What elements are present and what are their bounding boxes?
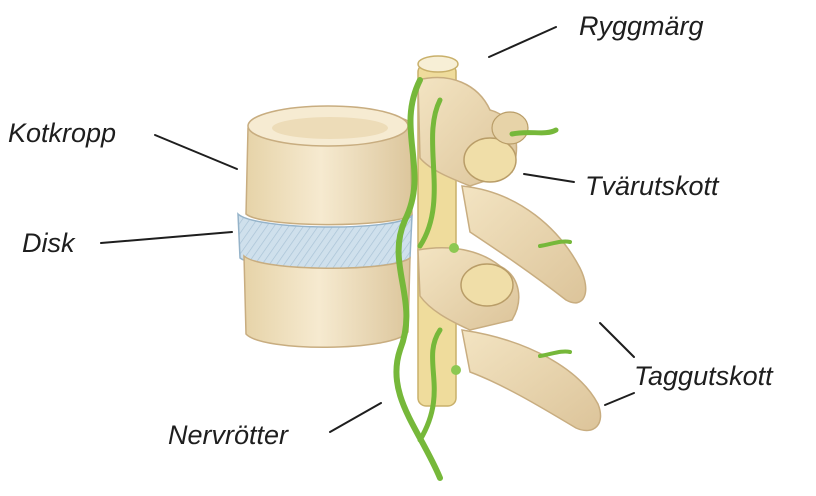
lower-vertebral-body	[244, 256, 410, 347]
label-nervrotter: Nervrötter	[168, 422, 288, 449]
upper-vertebral-body	[246, 106, 412, 225]
label-kotkropp: Kotkropp	[8, 120, 116, 147]
leader-line-taggutskott-upper	[600, 323, 634, 357]
label-taggutskott: Taggutskott	[634, 363, 773, 390]
label-tvarutskott: Tvärutskott	[585, 173, 719, 200]
leader-line-taggutskott-lower	[605, 393, 634, 405]
leader-line-nervrotter	[330, 403, 381, 432]
leader-line-disk	[101, 232, 232, 243]
label-ryggmarg: Ryggmärg	[579, 13, 704, 40]
leader-line-ryggmarg	[489, 27, 556, 57]
label-disk: Disk	[22, 230, 75, 257]
leader-line-tvarutskott	[524, 174, 574, 182]
leader-line-kotkropp	[155, 135, 237, 169]
